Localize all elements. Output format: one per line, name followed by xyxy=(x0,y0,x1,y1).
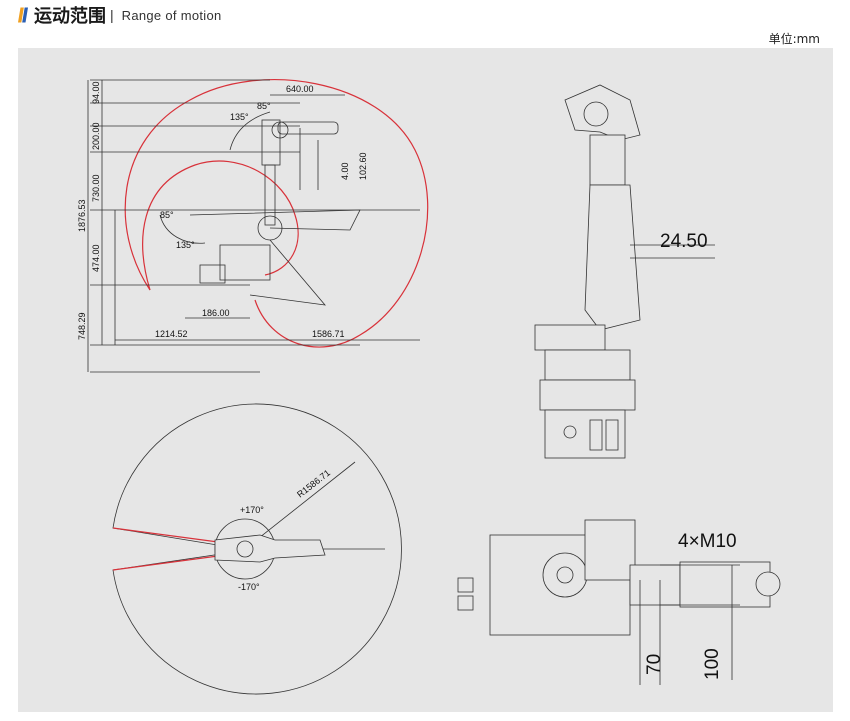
side-wedge-lower xyxy=(249,239,326,306)
title-chinese: 运动范围 xyxy=(34,6,106,27)
front-view xyxy=(534,84,715,459)
title-separator: | xyxy=(110,7,114,23)
side-forearm xyxy=(277,121,339,135)
dim-angle-pos: +170° xyxy=(240,505,264,515)
side-view xyxy=(87,79,429,373)
top-robot xyxy=(214,534,326,563)
dim-left-reach: 1214.52 xyxy=(155,329,188,339)
dim-angle-neg: -170° xyxy=(238,582,260,592)
dim-bottom: 748.29 xyxy=(77,312,87,340)
front-base-top xyxy=(544,349,631,381)
dim-angle-mid-a: 85° xyxy=(160,210,174,220)
base-arm xyxy=(629,564,681,606)
base-motor xyxy=(584,519,636,581)
side-base xyxy=(219,244,271,281)
dim-100: 100 xyxy=(702,648,723,680)
dim-70: 70 xyxy=(644,654,665,675)
side-angle-arc-mid xyxy=(159,214,206,244)
top-view xyxy=(112,403,402,695)
dim-right-reach: 1586.71 xyxy=(312,329,345,339)
side-joint-upper xyxy=(271,121,289,139)
title-english: Range of motion xyxy=(121,7,222,23)
front-column xyxy=(584,184,641,331)
dim-730: 730.00 xyxy=(91,174,101,202)
section-header: 运动范围 | Range of motion xyxy=(18,2,222,28)
top-envelope xyxy=(112,403,402,695)
dim-bolts: 4×M10 xyxy=(678,531,737,552)
side-angle-arc-top xyxy=(229,111,271,151)
side-column xyxy=(264,164,276,226)
side-envelope-outer xyxy=(124,79,429,348)
dim-angle-top-b: 85° xyxy=(257,101,271,111)
side-base-motor xyxy=(199,264,226,284)
base-forearm xyxy=(679,561,771,608)
dim-200: 200.00 xyxy=(91,122,101,150)
dim-angle-top-a: 135° xyxy=(230,112,249,122)
dim-102: 102.60 xyxy=(358,152,368,180)
accent-icon xyxy=(18,7,28,23)
dim-186: 186.00 xyxy=(202,308,230,318)
side-envelope-inner xyxy=(142,160,299,291)
dim-total-height: 1876.53 xyxy=(77,199,87,232)
dim-94: 94.00 xyxy=(91,81,101,104)
front-upper-arm xyxy=(589,134,626,186)
dim-4: 4.00 xyxy=(340,162,350,180)
side-wedge-upper xyxy=(189,209,361,231)
unit-label: 单位:mm xyxy=(768,32,820,46)
side-upper-arm xyxy=(261,119,281,166)
dim-474: 474.00 xyxy=(91,244,101,272)
dim-front: 24.50 xyxy=(660,231,708,252)
dim-top-width: 640.00 xyxy=(286,84,314,94)
base-view xyxy=(457,519,781,685)
dim-angle-mid-b: 135° xyxy=(176,240,195,250)
front-shoulder xyxy=(534,324,606,351)
front-base-mid xyxy=(539,379,636,411)
